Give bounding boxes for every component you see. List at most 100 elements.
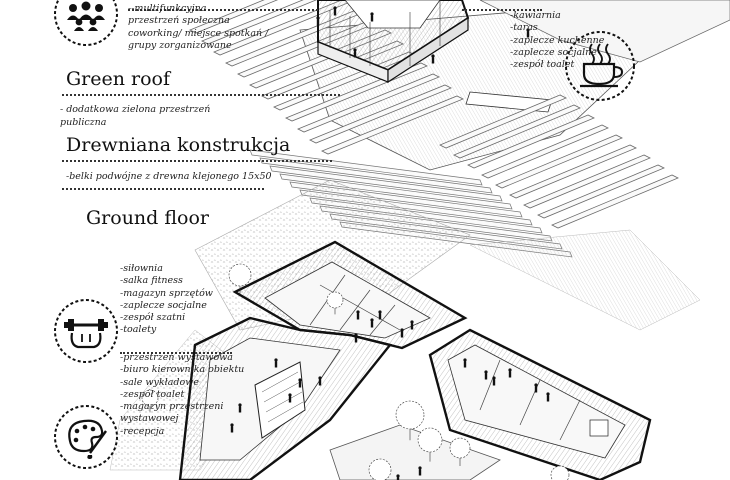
person-body	[484, 373, 488, 380]
person-head	[546, 392, 550, 396]
person-body	[356, 313, 360, 320]
dotted-rule	[62, 188, 264, 190]
person-body	[298, 381, 302, 388]
culture-function-list: -przestrzeń wystawowa -biuro kierownika …	[120, 352, 245, 437]
dotted-rule	[120, 352, 232, 354]
tree-canopy	[228, 263, 252, 287]
tree-canopy	[550, 465, 570, 480]
timber-beam	[321, 95, 464, 155]
palette-brush-icon	[54, 405, 118, 469]
person-head	[354, 333, 358, 337]
person-body	[370, 321, 374, 328]
timber-beam	[453, 104, 581, 159]
person-head	[356, 310, 360, 314]
person-body	[546, 395, 550, 402]
ground-floor-title: Ground floor	[86, 207, 210, 229]
person-head	[484, 370, 488, 374]
person-head	[378, 310, 382, 314]
person-body	[288, 396, 292, 403]
ground-floor-cafe-wing	[428, 328, 652, 480]
wood-construction-title: Drewniana konstrukcja	[66, 134, 291, 156]
person-head	[298, 378, 302, 382]
person-body	[316, 19, 320, 26]
coffee-cup-icon	[565, 31, 635, 101]
timber-beam	[551, 174, 679, 229]
person-body	[431, 57, 435, 64]
person-head	[410, 320, 414, 324]
timber-beam	[269, 165, 503, 202]
person-head	[370, 12, 374, 16]
green-roof-title: Green roof	[66, 68, 171, 90]
upper-deck-right	[479, 0, 730, 63]
timber-beam	[495, 134, 623, 189]
timber-beam	[297, 73, 440, 133]
people-figures	[230, 6, 550, 480]
person-head	[418, 466, 422, 470]
person-head	[370, 318, 374, 322]
person-head	[353, 48, 357, 52]
people-group-icon	[54, 0, 118, 46]
person-head	[238, 403, 242, 407]
timber-beam	[279, 173, 513, 210]
timber-beam	[537, 164, 665, 219]
person-body	[318, 379, 322, 386]
person-body	[400, 331, 404, 338]
person-body	[370, 15, 374, 22]
dotted-rule	[62, 160, 332, 162]
timber-beam	[189, 0, 279, 34]
person-body	[333, 9, 337, 16]
upper-function-list: --multifunkcyjna przestrzeń społeczna co…	[128, 3, 269, 51]
person-head	[396, 474, 400, 478]
timber-beam	[509, 144, 637, 199]
person-head	[274, 358, 278, 362]
trees	[141, 263, 570, 480]
dotted-rule	[62, 94, 340, 96]
tree-canopy	[368, 458, 392, 480]
dotted-rule	[128, 9, 318, 11]
tree-canopy	[326, 291, 344, 309]
tree-canopy	[141, 389, 159, 407]
person-body	[492, 379, 496, 386]
person-body	[274, 361, 278, 368]
person-body	[238, 406, 242, 413]
person-head	[230, 423, 234, 427]
person-body	[418, 469, 422, 476]
timber-beam	[201, 0, 318, 45]
person-body	[526, 31, 530, 38]
person-body	[534, 386, 538, 393]
person-body	[378, 313, 382, 320]
person-body	[463, 361, 467, 368]
sport-function-list: -siłownia -salka fitness -magazyn sprzęt…	[120, 263, 213, 336]
timber-beam	[309, 84, 452, 144]
timber-beam	[481, 124, 609, 179]
person-head	[492, 376, 496, 380]
person-head	[333, 6, 337, 10]
dumbbell-arm-icon	[54, 299, 118, 363]
person-head	[318, 376, 322, 380]
tree-canopy	[449, 437, 471, 459]
person-body	[353, 51, 357, 58]
tree-canopy	[417, 427, 443, 453]
timber-beam	[523, 154, 651, 209]
person-head	[316, 16, 320, 20]
timber-beam	[467, 114, 595, 169]
person-body	[410, 323, 414, 330]
person-body	[354, 336, 358, 343]
person-body	[230, 426, 234, 433]
person-head	[526, 28, 530, 32]
person-head	[431, 54, 435, 58]
person-body	[396, 477, 400, 480]
green-roof-description: - dodatkowa zielona przestrzeń publiczna	[60, 104, 211, 128]
person-head	[463, 358, 467, 362]
timber-beam	[439, 94, 567, 149]
person-head	[508, 368, 512, 372]
person-head	[534, 383, 538, 387]
person-head	[288, 393, 292, 397]
tree-canopy	[395, 400, 425, 430]
person-body	[508, 371, 512, 378]
ground-floor-exhibition-wing	[178, 316, 393, 480]
timber-beam	[249, 149, 483, 186]
person-head	[400, 328, 404, 332]
